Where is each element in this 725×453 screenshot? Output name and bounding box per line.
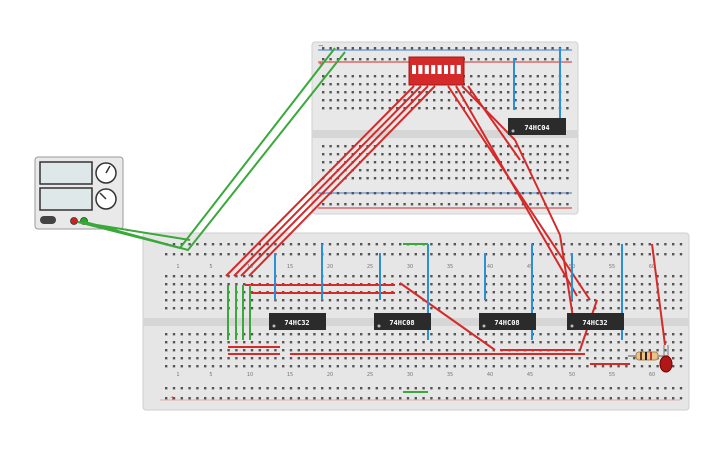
- dip-toggle-7[interactable]: [450, 65, 455, 74]
- column-number: 1: [176, 372, 179, 378]
- column-number: 45: [527, 264, 533, 270]
- column-number: 15: [287, 372, 293, 378]
- red-wire-8[interactable]: [467, 85, 521, 161]
- column-number: 45: [527, 372, 533, 378]
- dip-toggle-3[interactable]: [424, 65, 429, 74]
- green-wire-2[interactable]: [84, 51, 346, 252]
- chip-u5[interactable]: 74HC32: [567, 313, 624, 330]
- voltage-display: [39, 161, 93, 185]
- led[interactable]: [659, 345, 673, 373]
- red-wire-6[interactable]: [455, 85, 578, 297]
- column-number: 20: [327, 372, 333, 378]
- top-rail-minus: −: [318, 42, 324, 50]
- chip-u2-label: 74HC32: [284, 319, 309, 327]
- chip-u1[interactable]: 74HC04: [508, 118, 566, 135]
- column-number: 10: [247, 372, 253, 378]
- bottom-rail-plus: +: [170, 395, 175, 402]
- column-number: 40: [487, 264, 493, 270]
- column-number: 20: [327, 264, 333, 270]
- green-wire-3[interactable]: [77, 221, 191, 241]
- chip-u4[interactable]: 74HC08: [479, 313, 536, 330]
- column-number: 25: [367, 372, 373, 378]
- wires: [77, 47, 666, 393]
- column-number: 55: [609, 264, 615, 270]
- column-number: 55: [609, 372, 615, 378]
- chip-u1-label: 74HC04: [524, 124, 549, 132]
- red-wire-3[interactable]: [240, 85, 429, 277]
- column-number: 60: [649, 372, 655, 378]
- column-number: 5: [209, 372, 212, 378]
- dip-toggle-8[interactable]: [456, 65, 461, 74]
- column-number: 50: [569, 372, 575, 378]
- chip-u2[interactable]: 74HC32: [269, 313, 326, 330]
- column-number: 1: [176, 264, 179, 270]
- column-number: 40: [487, 372, 493, 378]
- column-number: 35: [447, 264, 453, 270]
- column-number: 25: [367, 264, 373, 270]
- column-number: 15: [287, 264, 293, 270]
- red-wire-4[interactable]: [248, 85, 436, 277]
- power-supply[interactable]: [34, 156, 124, 230]
- positive-terminal[interactable]: [70, 217, 78, 225]
- current-display: [39, 187, 93, 211]
- dip-toggle-1[interactable]: [412, 65, 416, 74]
- dip-toggle-5[interactable]: [437, 65, 442, 74]
- red-wire-7[interactable]: [461, 85, 516, 141]
- chip-u5-label: 74HC32: [582, 319, 607, 327]
- dip-switch[interactable]: [408, 56, 465, 86]
- power-switch[interactable]: [40, 216, 56, 224]
- dip-toggle-2[interactable]: [418, 65, 423, 74]
- red-wire-2[interactable]: [233, 85, 422, 277]
- resistor[interactable]: [628, 351, 668, 361]
- column-number: 35: [447, 372, 453, 378]
- chip-u4-label: 74HC08: [494, 319, 519, 327]
- column-number: 60: [649, 264, 655, 270]
- red-wire-5[interactable]: [447, 85, 591, 301]
- breadboard-bottom-column-numbers: 1155101015152020252530303535404045455050…: [176, 264, 655, 378]
- column-number: 5: [209, 264, 212, 270]
- chip-u3[interactable]: 74HC08: [374, 313, 431, 330]
- column-number: 30: [407, 372, 413, 378]
- chip-u3-label: 74HC08: [389, 319, 414, 327]
- red-wire-1[interactable]: [225, 85, 415, 277]
- dip-toggle-4[interactable]: [431, 65, 436, 74]
- top-rail-plus: +: [318, 60, 324, 68]
- column-number: 30: [407, 264, 413, 270]
- dip-toggle-6[interactable]: [444, 65, 448, 74]
